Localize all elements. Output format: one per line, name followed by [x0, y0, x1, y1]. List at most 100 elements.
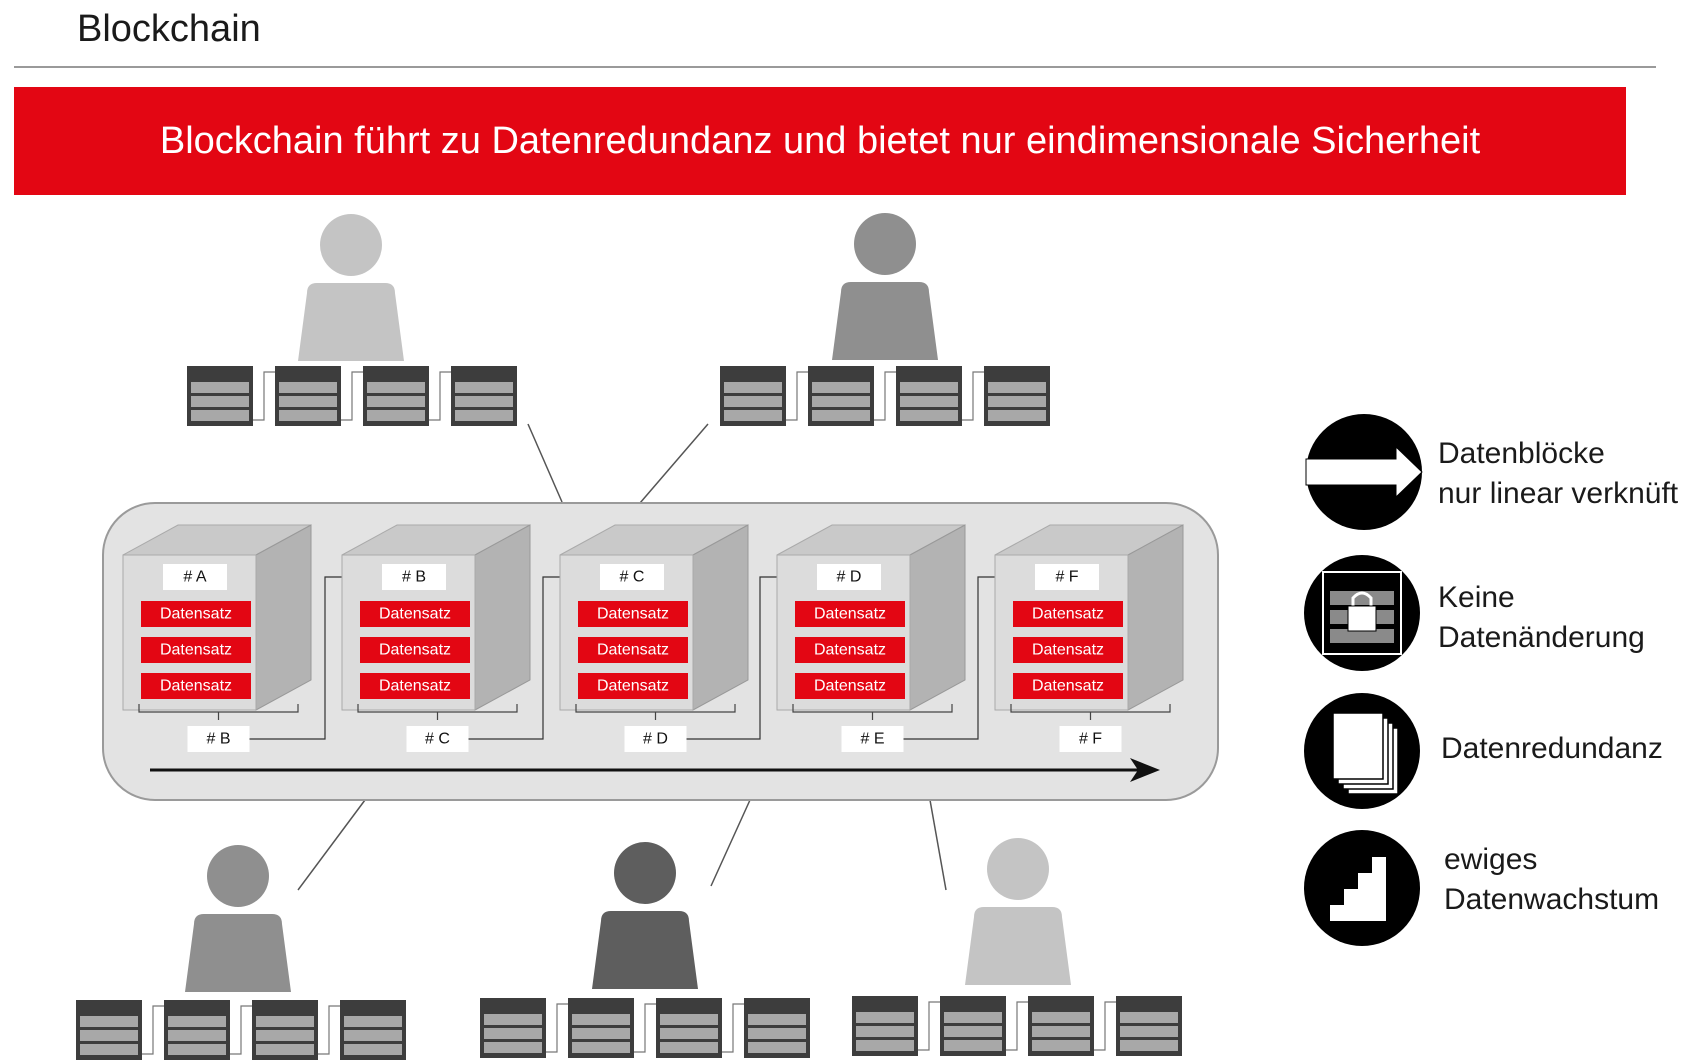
ledger-block-icon	[744, 998, 810, 1058]
block-bracket	[138, 704, 299, 720]
ledger-block-row	[856, 1040, 914, 1051]
ledger-block-icon	[984, 366, 1050, 426]
ledger-copy	[480, 998, 810, 1058]
ledger-block-row	[812, 396, 870, 407]
ledger-block-row	[80, 1044, 138, 1055]
record-box	[578, 637, 688, 663]
user-icon	[965, 838, 1071, 985]
ledger-block-row	[900, 410, 958, 421]
ledger-block-icon	[340, 1000, 406, 1060]
record-label: Datensatz	[160, 678, 232, 695]
ledger-block-row	[168, 1016, 226, 1027]
ledgers-layer	[76, 366, 1182, 1060]
ledger-link	[918, 1001, 940, 1051]
people-layer	[185, 213, 1071, 992]
ledger-block-row	[279, 396, 337, 407]
record-label: Datensatz	[1032, 678, 1104, 695]
ledger-block-icon	[656, 998, 722, 1058]
ledger-link	[230, 1005, 252, 1055]
ledger-link	[429, 371, 451, 421]
user-head	[987, 838, 1049, 900]
connector-line	[929, 799, 947, 891]
ledger-block-row	[900, 396, 958, 407]
lock-icon	[1304, 555, 1420, 671]
user-body	[832, 282, 938, 360]
ledger-block-row	[256, 1016, 314, 1027]
ledger-copy	[187, 366, 517, 426]
legend-line: Datenwachstum	[1444, 883, 1660, 916]
ledger-block-row	[484, 1014, 542, 1025]
legend-text-linear: Datenblöcke nur linear verknüft	[1438, 434, 1678, 514]
ledger-block-row	[168, 1044, 226, 1055]
ledger-block-row	[168, 1030, 226, 1041]
ledger-block-row	[455, 410, 513, 421]
legend-line: nur linear verknüft	[1438, 477, 1679, 510]
block-hash-box	[600, 564, 664, 590]
ledger-block-row	[367, 396, 425, 407]
ledger-block-row	[484, 1028, 542, 1039]
ledger-block-row	[724, 410, 782, 421]
ledger-block-icon	[852, 996, 918, 1056]
record-label: Datensatz	[379, 642, 451, 659]
record-label: Datensatz	[160, 642, 232, 659]
ledger-link	[318, 1005, 340, 1055]
ledger-block-row	[856, 1012, 914, 1023]
user-icon	[832, 213, 938, 360]
user-icon	[298, 214, 404, 361]
ledger-block-icon	[808, 366, 874, 426]
legend-line: Datenänderung	[1438, 621, 1645, 654]
legend-line: Datenredundanz	[1441, 732, 1663, 765]
ledger-block-row	[944, 1012, 1002, 1023]
block-hash-label: # C	[620, 569, 645, 586]
ledger-block-row	[279, 382, 337, 393]
ledger-block-row	[191, 382, 249, 393]
ledger-block-icon	[275, 366, 341, 426]
ledger-block-row	[344, 1016, 402, 1027]
ledger-link	[1006, 1001, 1028, 1051]
ledger-block-row	[572, 1014, 630, 1025]
network-connectors	[297, 423, 947, 891]
connector-line	[639, 423, 709, 504]
user-body	[298, 283, 404, 361]
record-box	[578, 673, 688, 699]
ledger-link	[253, 371, 275, 421]
user-icon	[592, 842, 698, 989]
block-hash-label: # F	[1055, 569, 1078, 586]
ledger-block-icon	[568, 998, 634, 1058]
connector-line	[710, 799, 751, 887]
record-box	[360, 601, 470, 627]
user-body	[185, 914, 291, 992]
ledger-block-row	[856, 1026, 914, 1037]
ledger-block-row	[660, 1014, 718, 1025]
ledger-block-row	[812, 382, 870, 393]
record-label: Datensatz	[1032, 642, 1104, 659]
record-label: Datensatz	[379, 606, 451, 623]
record-box	[578, 601, 688, 627]
prev-hash-box	[841, 726, 904, 752]
user-body	[592, 911, 698, 989]
user-head	[614, 842, 676, 904]
record-label: Datensatz	[814, 642, 886, 659]
legend-line: ewiges	[1444, 843, 1538, 876]
prev-hash-label: # B	[206, 731, 230, 748]
prev-hash-box	[406, 726, 469, 752]
legend-text-redundancy: Datenredundanz	[1441, 729, 1663, 769]
stairs-icon	[1304, 830, 1420, 946]
header-divider	[14, 66, 1656, 68]
user-head	[854, 213, 916, 275]
record-box	[795, 673, 905, 699]
record-box	[141, 601, 251, 627]
block-side-face	[474, 524, 531, 711]
ledger-block-row	[455, 382, 513, 393]
ledger-block-row	[572, 1028, 630, 1039]
ledger-link	[634, 1003, 656, 1053]
ledger-block-row	[748, 1028, 806, 1039]
record-box	[795, 637, 905, 663]
ledger-link	[786, 371, 808, 421]
record-box	[1013, 673, 1123, 699]
record-label: Datensatz	[1032, 606, 1104, 623]
connector-line	[297, 799, 366, 891]
